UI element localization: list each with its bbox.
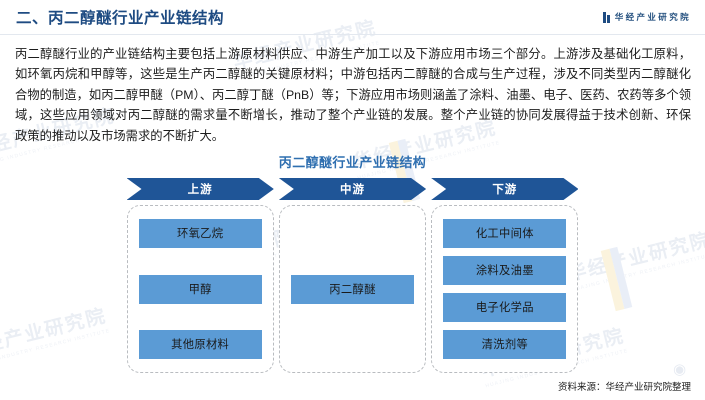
node-item: 环氧乙烷 xyxy=(138,219,262,249)
source-note: 资料来源：华经产业研究院整理 xyxy=(557,382,691,393)
page-title: 二、丙二醇醚行业产业链结构 xyxy=(16,10,225,27)
node-item: 清洗剂等 xyxy=(443,330,567,360)
stage-column-downstream: 化工中间体 涂料及油墨 电子化学品 清洗剂等 xyxy=(431,205,579,374)
page-header: 二、丙二醇醚行业产业链结构 华经产业研究院 xyxy=(0,0,705,35)
stage-chevron-downstream: 下游 xyxy=(431,178,578,200)
node-item: 涂料及油墨 xyxy=(443,256,567,286)
node-item: 电子化学品 xyxy=(443,293,567,323)
node-item: 其他原材料 xyxy=(138,330,262,360)
figure-title: 丙二醇醚行业产业链结构 xyxy=(278,155,427,171)
brand-logo: 华经产业研究院 xyxy=(603,11,691,23)
stage-column-midstream: 丙二醇醚 xyxy=(278,205,427,374)
intro-paragraph: 丙二醇醚行业的产业链结构主要包括上游原材料供应、中游生产加工以及下游应用市场三个… xyxy=(15,47,691,143)
stage-column-upstream: 环氧乙烷 甲醇 其他原材料 xyxy=(126,205,274,374)
node-item: 丙二醇醚 xyxy=(290,274,415,304)
brand-bars-icon xyxy=(603,11,610,23)
brand-name: 华经产业研究院 xyxy=(614,12,691,22)
node-item: 化工中间体 xyxy=(443,219,567,249)
value-chain-figure: 丙二醇醚行业产业链结构 上游 中游 下游 环氧乙烷 甲醇 其他原材料 丙二醇醚 … xyxy=(0,152,705,374)
value-chain: 上游 中游 下游 环氧乙烷 甲醇 其他原材料 丙二醇醚 化工中间体 涂料及油墨 … xyxy=(126,178,579,374)
stage-body-row: 环氧乙烷 甲醇 其他原材料 丙二醇醚 化工中间体 涂料及油墨 电子化学品 清洗剂… xyxy=(126,205,579,374)
stage-header-row: 上游 中游 下游 xyxy=(127,178,579,200)
stage-chevron-upstream: 上游 xyxy=(127,178,274,200)
node-item: 甲醇 xyxy=(138,274,262,304)
stage-chevron-midstream: 中游 xyxy=(279,178,426,200)
